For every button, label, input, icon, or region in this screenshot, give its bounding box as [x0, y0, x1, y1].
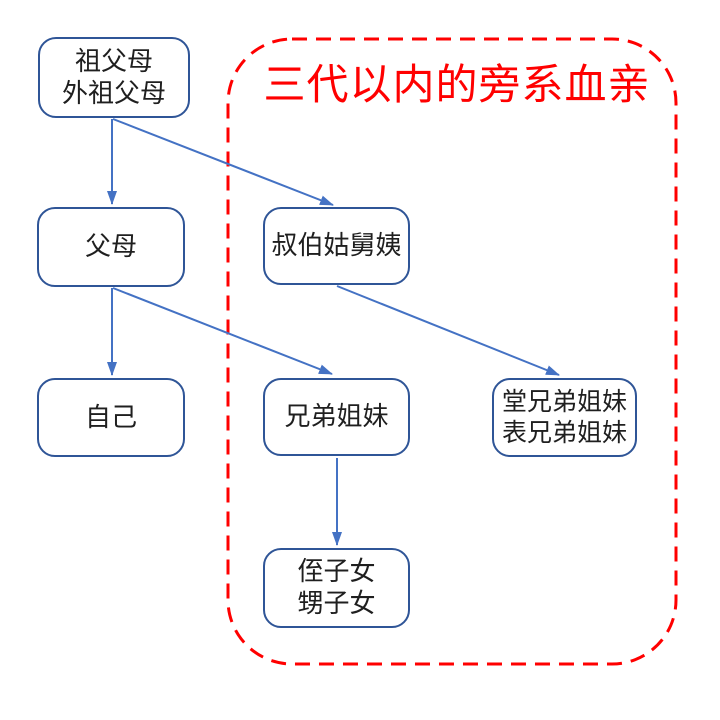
node-label-line: 堂兄弟姐妹 [501, 388, 627, 416]
edge-parents-to-siblings [112, 287, 333, 375]
node-parents: 父母 [37, 207, 185, 287]
node-label-line: 外祖父母 [61, 77, 166, 108]
diagram-title: 三代以内的旁系血亲 [263, 61, 651, 108]
node-nephews-nieces: 侄子女 甥子女 [263, 548, 410, 628]
edge-grandparents-to-uncles-aunts [112, 118, 334, 206]
node-uncles-aunts: 叔伯姑舅姨 [263, 207, 410, 285]
node-grandparents: 祖父母 外祖父母 [38, 37, 190, 118]
node-label-line: 自己 [84, 401, 137, 432]
node-cousins: 堂兄弟姐妹 表兄弟姐妹 [492, 378, 637, 457]
node-label-line: 侄子女 [297, 556, 376, 587]
node-label-line: 祖父母 [74, 45, 153, 76]
node-self: 自己 [37, 378, 185, 457]
node-label-line: 兄弟姐妹 [284, 401, 389, 432]
node-siblings: 兄弟姐妹 [263, 378, 410, 456]
node-label-line: 父母 [84, 231, 137, 262]
node-label-line: 甥子女 [297, 588, 376, 618]
edge-uncles-aunts-to-cousins [336, 285, 560, 376]
node-label-line: 叔伯姑舅姨 [271, 230, 402, 261]
collateral-relatives-dashed-boundary [226, 37, 678, 666]
node-label-line: 表兄弟姐妹 [501, 418, 627, 447]
